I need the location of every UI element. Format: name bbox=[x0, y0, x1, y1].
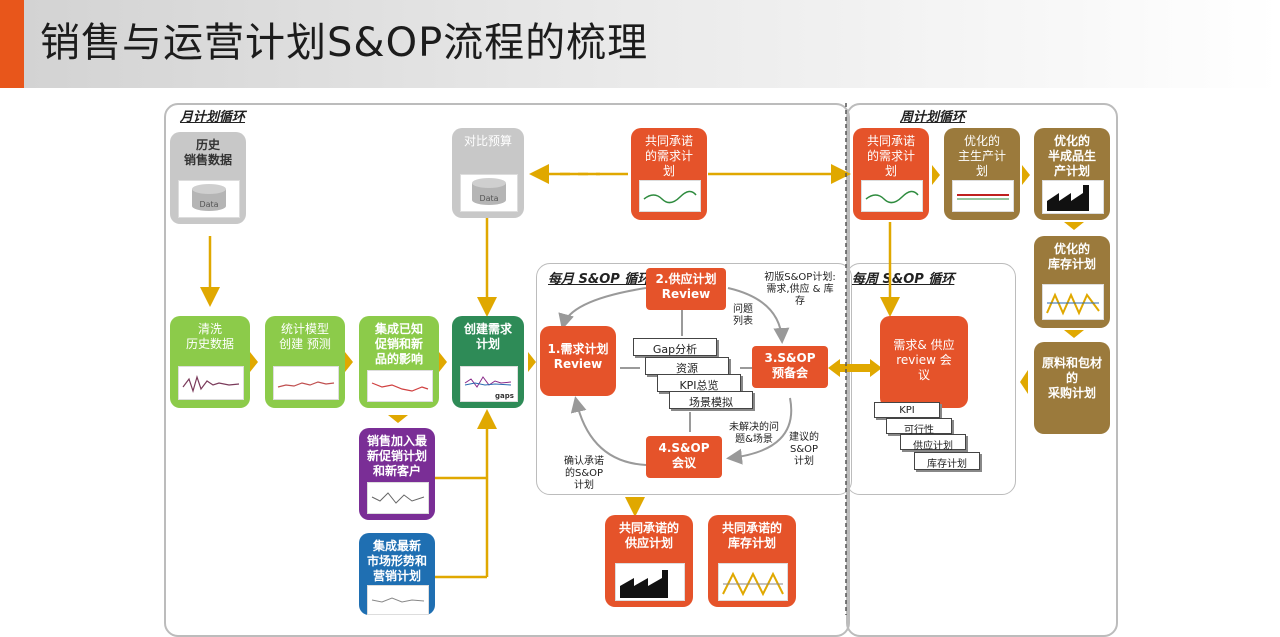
materials-purchase-label: 原料和包材 的 采购计划 bbox=[1041, 356, 1102, 400]
kpi-card: KPI bbox=[874, 402, 940, 418]
history-sales-label: 历史 销售数据 bbox=[183, 138, 232, 167]
clean-data-box[interactable]: 清洗 历史数据 bbox=[170, 316, 250, 408]
committed-inventory-label: 共同承诺的 库存计划 bbox=[721, 521, 782, 550]
mps-label: 优化的 主生产计 划 bbox=[957, 134, 1006, 178]
arrow-layer bbox=[200, 103, 1084, 615]
sales-promo-box[interactable]: 销售加入最 新促销计划 和新客户 bbox=[359, 428, 435, 520]
sales-promo-label: 销售加入最 新促销计划 和新客户 bbox=[366, 434, 427, 478]
monthly-sop-frame bbox=[536, 263, 852, 495]
chart-thumb bbox=[639, 180, 701, 212]
monthly-loop-label: 月计划循环 bbox=[180, 110, 246, 125]
integrate-promo-box[interactable]: 集成已知 促销和新 品的影响 bbox=[359, 316, 439, 408]
market-box[interactable]: 集成最新 市场形势和 营销计划 bbox=[359, 533, 435, 615]
budget-box[interactable]: 对比预算 Data bbox=[452, 128, 524, 218]
database-icon: Data bbox=[192, 184, 226, 214]
supply-plan-card: 供应计划 bbox=[900, 434, 966, 452]
inventory-opt-box[interactable]: 优化的 库存计划 bbox=[1034, 236, 1110, 328]
page-title: 销售与运营计划S&OP流程的梳理 bbox=[40, 20, 649, 66]
scenario-sim-card: 场景模拟 bbox=[669, 391, 753, 409]
weekly-loop-label: 周计划循环 bbox=[900, 110, 966, 125]
mps-box[interactable]: 优化的 主生产计 划 bbox=[944, 128, 1020, 220]
svg-text:gaps: gaps bbox=[495, 392, 514, 400]
chart-thumb bbox=[178, 366, 244, 400]
weekly-demand-box[interactable]: 共同承诺 的需求计 划 bbox=[853, 128, 929, 220]
resources-card: 资源 bbox=[645, 357, 729, 375]
sop-pre-meeting-box[interactable]: 3.S&OP 预备会 bbox=[752, 346, 828, 388]
chart-thumb bbox=[367, 585, 429, 615]
weekly-sop-label: 每周 S&OP 循环 bbox=[852, 272, 955, 287]
data-panel: Data bbox=[460, 174, 518, 212]
committed-supply-box[interactable]: 共同承诺的 供应计划 bbox=[605, 515, 693, 607]
materials-purchase-box[interactable]: 原料和包材 的 采购计划 bbox=[1034, 342, 1110, 434]
sop-meeting-box[interactable]: 4.S&OP 会议 bbox=[646, 436, 722, 478]
create-demand-box[interactable]: 创建需求 计划 gaps bbox=[452, 316, 524, 408]
kpi-overview-card: KPI总览 bbox=[657, 374, 741, 392]
budget-label: 对比预算 bbox=[463, 134, 512, 148]
gap-analysis-card: Gap分析 bbox=[633, 338, 717, 356]
unresolved-note: 未解决的问 题&场景 bbox=[729, 422, 779, 445]
committed-demand-box[interactable]: 共同承诺 的需求计 划 bbox=[631, 128, 707, 220]
semi-finished-label: 优化的 半成品生 产计划 bbox=[1047, 134, 1096, 178]
feasibility-card: 可行性 bbox=[886, 418, 952, 436]
inventory-plan-card: 库存计划 bbox=[914, 452, 980, 470]
initial-sop-note: 初版S&OP计划: 需求,供应 & 库 存 bbox=[764, 272, 836, 307]
stat-model-box[interactable]: 统计模型 创建 预测 bbox=[265, 316, 345, 408]
factory-thumb bbox=[1042, 180, 1104, 214]
confirm-plan-note: 确认承诺 的S&OP 计划 bbox=[564, 456, 604, 491]
database-icon: Data bbox=[472, 178, 506, 208]
integrate-promo-label: 集成已知 促销和新 品的影响 bbox=[374, 322, 423, 366]
committed-supply-label: 共同承诺的 供应计划 bbox=[618, 521, 679, 550]
suggested-plan-note: 建议的 S&OP 计划 bbox=[789, 432, 819, 467]
inventory-opt-label: 优化的 库存计划 bbox=[1047, 242, 1096, 271]
semi-finished-box[interactable]: 优化的 半成品生 产计划 bbox=[1034, 128, 1110, 220]
inventory-thumb bbox=[718, 563, 788, 601]
market-label: 集成最新 市场形势和 营销计划 bbox=[366, 539, 427, 583]
factory-thumb bbox=[615, 563, 685, 601]
chart-thumb bbox=[367, 370, 433, 402]
chart-thumb bbox=[367, 482, 429, 514]
inventory-thumb bbox=[1042, 284, 1104, 320]
weekly-review-label: 需求& 供应 review 会 议 bbox=[893, 338, 955, 382]
history-sales-box[interactable]: 历史 销售数据 Data bbox=[170, 132, 246, 224]
committed-inventory-box[interactable]: 共同承诺的 库存计划 bbox=[708, 515, 796, 607]
chart-thumb bbox=[952, 180, 1014, 212]
data-panel: Data bbox=[178, 180, 240, 218]
demand-review-box[interactable]: 1.需求计划 Review bbox=[540, 326, 616, 396]
sop-pre-meeting-label: 3.S&OP 预备会 bbox=[764, 351, 816, 380]
accent-stripe bbox=[0, 0, 24, 88]
chart-thumb bbox=[273, 366, 339, 400]
chart-thumb: gaps bbox=[460, 366, 518, 402]
weekly-review-box[interactable]: 需求& 供应 review 会 议 bbox=[880, 316, 968, 408]
committed-demand-label: 共同承诺 的需求计 划 bbox=[644, 134, 693, 178]
stat-model-label: 统计模型 创建 预测 bbox=[279, 322, 331, 351]
chart-thumb bbox=[861, 180, 923, 212]
demand-review-label: 1.需求计划 Review bbox=[547, 342, 609, 371]
supply-review-box[interactable]: 2.供应计划 Review bbox=[646, 268, 726, 310]
issues-list-note: 问题 列表 bbox=[733, 304, 753, 327]
create-demand-label: 创建需求 计划 bbox=[463, 322, 512, 351]
clean-data-label: 清洗 历史数据 bbox=[185, 322, 234, 351]
sop-meeting-label: 4.S&OP 会议 bbox=[658, 441, 710, 470]
supply-review-label: 2.供应计划 Review bbox=[655, 272, 717, 301]
title-bar bbox=[0, 0, 1280, 88]
monthly-sop-label: 每月 S&OP 循环 bbox=[548, 272, 651, 287]
weekly-demand-label: 共同承诺 的需求计 划 bbox=[866, 134, 915, 178]
